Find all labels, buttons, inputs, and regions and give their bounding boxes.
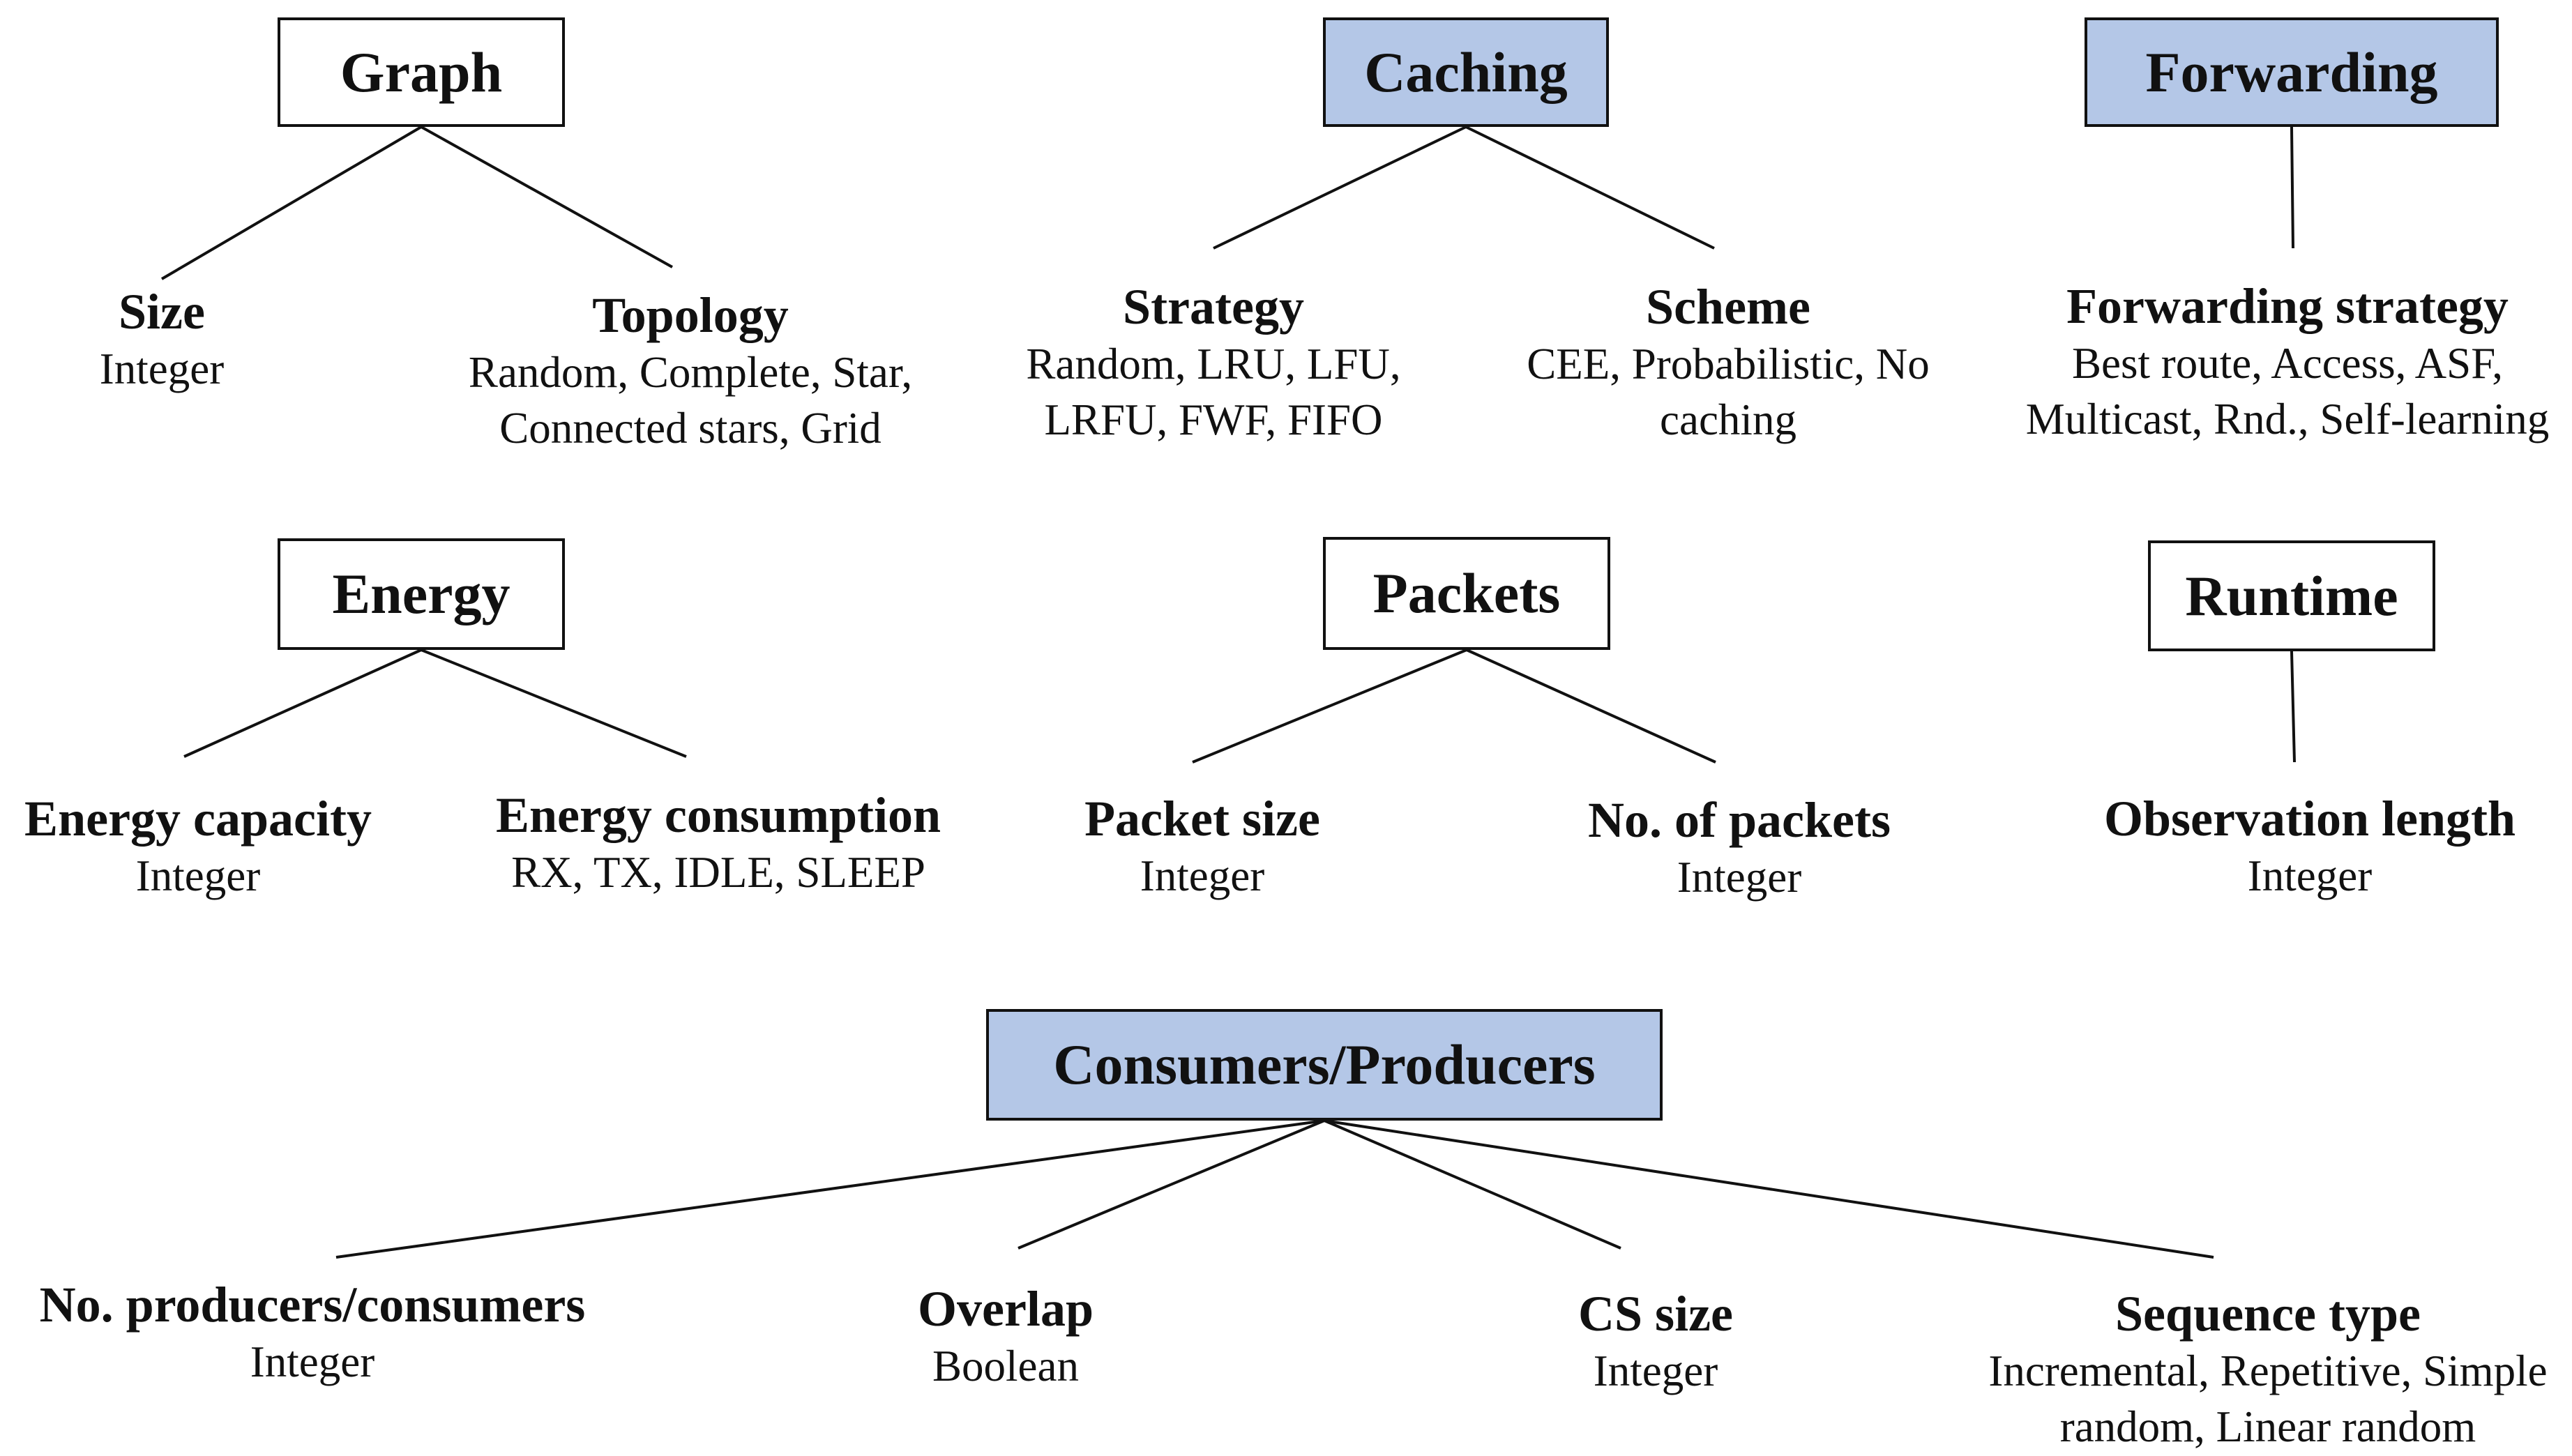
connector-graph-size [160,126,423,280]
connector-runtime-observation-length [2290,651,2296,763]
parameter-values: Boolean [932,1342,1079,1390]
connector-consumers-sequence-type [1324,1119,2214,1259]
connector-packets-no-of-packets [1466,649,1716,764]
parameter-name: Forwarding strategy [2066,278,2509,334]
parameter-values: RX, TX, IDLE, SLEEP [511,848,925,897]
parameter-name: No. producers/consumers [39,1277,586,1333]
parameter-values: Integer [135,851,261,900]
connector-caching-scheme [1465,126,1715,250]
parameter-name: Overlap [918,1281,1094,1337]
parameter-values: random, Linear random [2059,1402,2476,1451]
parameter-values: CEE, Probabilistic, No [1527,340,1930,388]
parameter-values: Incremental, Repetitive, Simple [1988,1347,2548,1395]
category-box-packets: Packets [1323,537,1610,650]
category-title: Packets [1372,561,1561,625]
category-title: Consumers/Producers [1053,1033,1596,1096]
parameter-name: Sequence type [2115,1286,2421,1342]
parameter-name: Size [119,284,205,340]
category-box-energy: Energy [278,538,565,650]
parameter-values: LRFU, FWF, FIFO [1044,395,1383,444]
connector-caching-strategy [1213,126,1467,250]
connector-energy-energy-consumption [421,649,687,758]
connector-consumers-cs-size [1324,1119,1621,1250]
connector-packets-packet-size [1192,649,1467,764]
category-title: Energy [332,562,510,625]
category-title: Forwarding [2145,40,2438,104]
connector-graph-topology [421,126,673,268]
parameter-name: Energy capacity [24,791,372,847]
parameter-values: Integer [99,344,225,393]
parameter-name: No. of packets [1588,792,1891,848]
connector-forwarding-forwarding-strategy [2290,126,2294,249]
parameter-name: Packet size [1084,791,1320,847]
category-box-forwarding: Forwarding [2085,17,2499,127]
parameter-values: Multicast, Rnd., Self-learning [2025,395,2550,443]
parameter-values: Integer [1593,1347,1718,1395]
parameter-values: Integer [1677,853,1802,902]
category-title: Graph [340,40,503,104]
parameter-name: CS size [1578,1286,1733,1342]
category-title: Runtime [2185,563,2398,628]
parameter-values: Integer [1140,851,1265,900]
parameter-name: Strategy [1123,279,1304,335]
connector-consumers-overlap [1018,1119,1325,1250]
parameter-values: Integer [250,1337,375,1386]
category-box-runtime: Runtime [2148,540,2435,651]
parameter-values: caching [1660,395,1796,444]
parameter-name: Observation length [2103,791,2516,847]
category-box-caching: Caching [1323,17,1609,127]
parameter-name: Energy consumption [495,787,941,843]
parameter-name: Scheme [1646,279,1810,335]
connector-energy-energy-capacity [183,649,422,758]
parameter-values: Random, LRU, LFU, [1026,340,1401,388]
category-box-graph: Graph [278,17,565,127]
parameter-values: Random, Complete, Star, [468,348,913,397]
parameter-values: Integer [2247,851,2373,900]
parameter-values: Connected stars, Grid [499,404,882,453]
category-title: Caching [1364,40,1568,104]
connector-consumers-no-producers-consumers [335,1119,1325,1259]
category-box-consumers: Consumers/Producers [986,1009,1663,1121]
parameter-values: Best route, Access, ASF, [2072,339,2503,388]
parameter-name: Topology [592,287,789,343]
